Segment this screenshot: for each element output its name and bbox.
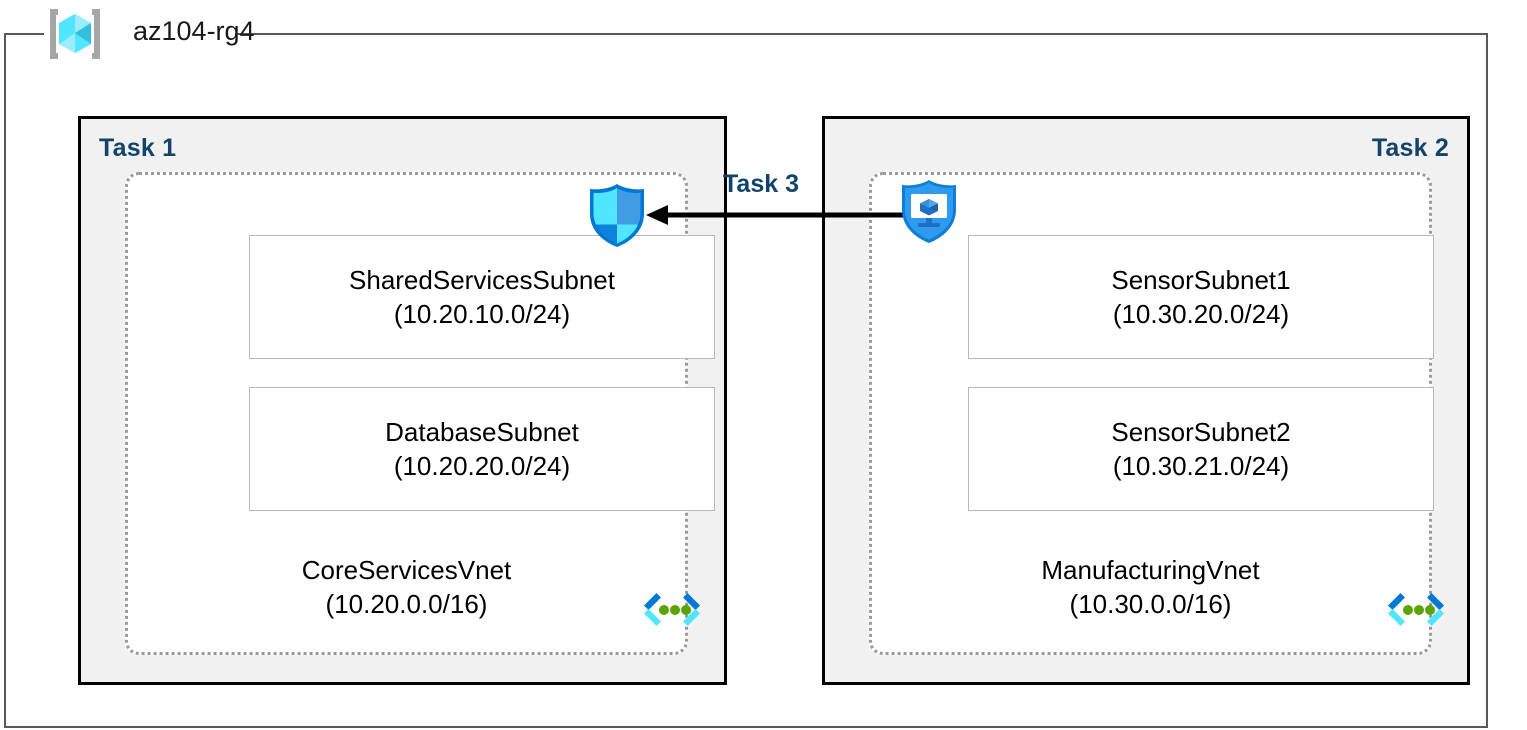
vnet-cidr: (10.20.0.0/16)	[325, 589, 488, 619]
resource-group-frame-bottom	[4, 726, 1488, 728]
resource-group-cube-icon	[44, 6, 106, 62]
vnet-name: CoreServicesVnet	[301, 555, 512, 585]
vnet-label-manufacturing: ManufacturingVnet (10.30.0.0/16)	[872, 553, 1429, 621]
vnet-label-core-services: CoreServicesVnet (10.20.0.0/16)	[128, 553, 685, 621]
resource-group-frame-top-right	[235, 33, 1488, 35]
subnet-name: SensorSubnet2	[1111, 417, 1291, 447]
subnet-sensor-1: SensorSubnet1 (10.30.20.0/24)	[968, 235, 1434, 359]
subnet-cidr: (10.20.20.0/24)	[393, 451, 571, 481]
virtual-network-icon	[1383, 591, 1449, 637]
bastion-shield-icon	[897, 177, 961, 245]
resource-group-frame-left	[4, 33, 6, 728]
task-1-label: Task 1	[99, 134, 177, 162]
subnet-name: SharedServicesSubnet	[349, 265, 615, 295]
subnet-database: DatabaseSubnet (10.20.20.0/24)	[249, 387, 715, 511]
subnet-name: SensorSubnet1	[1111, 265, 1291, 295]
vnet-container-core-services: SharedServicesSubnet (10.20.10.0/24) Dat…	[125, 172, 715, 655]
subnet-cidr: (10.30.21.0/24)	[1112, 451, 1290, 481]
task-container-2: Task 2 SensorSubnet1 (10.30.20.0/24) Sen…	[822, 116, 1470, 685]
subnet-cidr: (10.20.10.0/24)	[393, 299, 571, 329]
virtual-network-icon	[639, 591, 705, 637]
vnet-container-manufacturing: SensorSubnet1 (10.30.20.0/24) SensorSubn…	[869, 172, 1444, 655]
vnet-name: ManufacturingVnet	[1041, 555, 1260, 585]
vnet-cidr: (10.30.0.0/16)	[1069, 589, 1232, 619]
task-2-label: Task 2	[1371, 134, 1449, 162]
resource-group-frame-top-left	[4, 33, 44, 35]
subnet-shared-services: SharedServicesSubnet (10.20.10.0/24)	[249, 235, 715, 359]
task-3-arrow	[640, 200, 906, 230]
firewall-shield-icon	[585, 181, 649, 249]
resource-group-frame-right	[1486, 33, 1488, 728]
resource-group-title: az104-rg4	[133, 16, 255, 46]
subnet-name: DatabaseSubnet	[385, 417, 579, 447]
subnet-sensor-2: SensorSubnet2 (10.30.21.0/24)	[968, 387, 1434, 511]
task-3-label: Task 3	[723, 170, 799, 198]
subnet-cidr: (10.30.20.0/24)	[1112, 299, 1290, 329]
